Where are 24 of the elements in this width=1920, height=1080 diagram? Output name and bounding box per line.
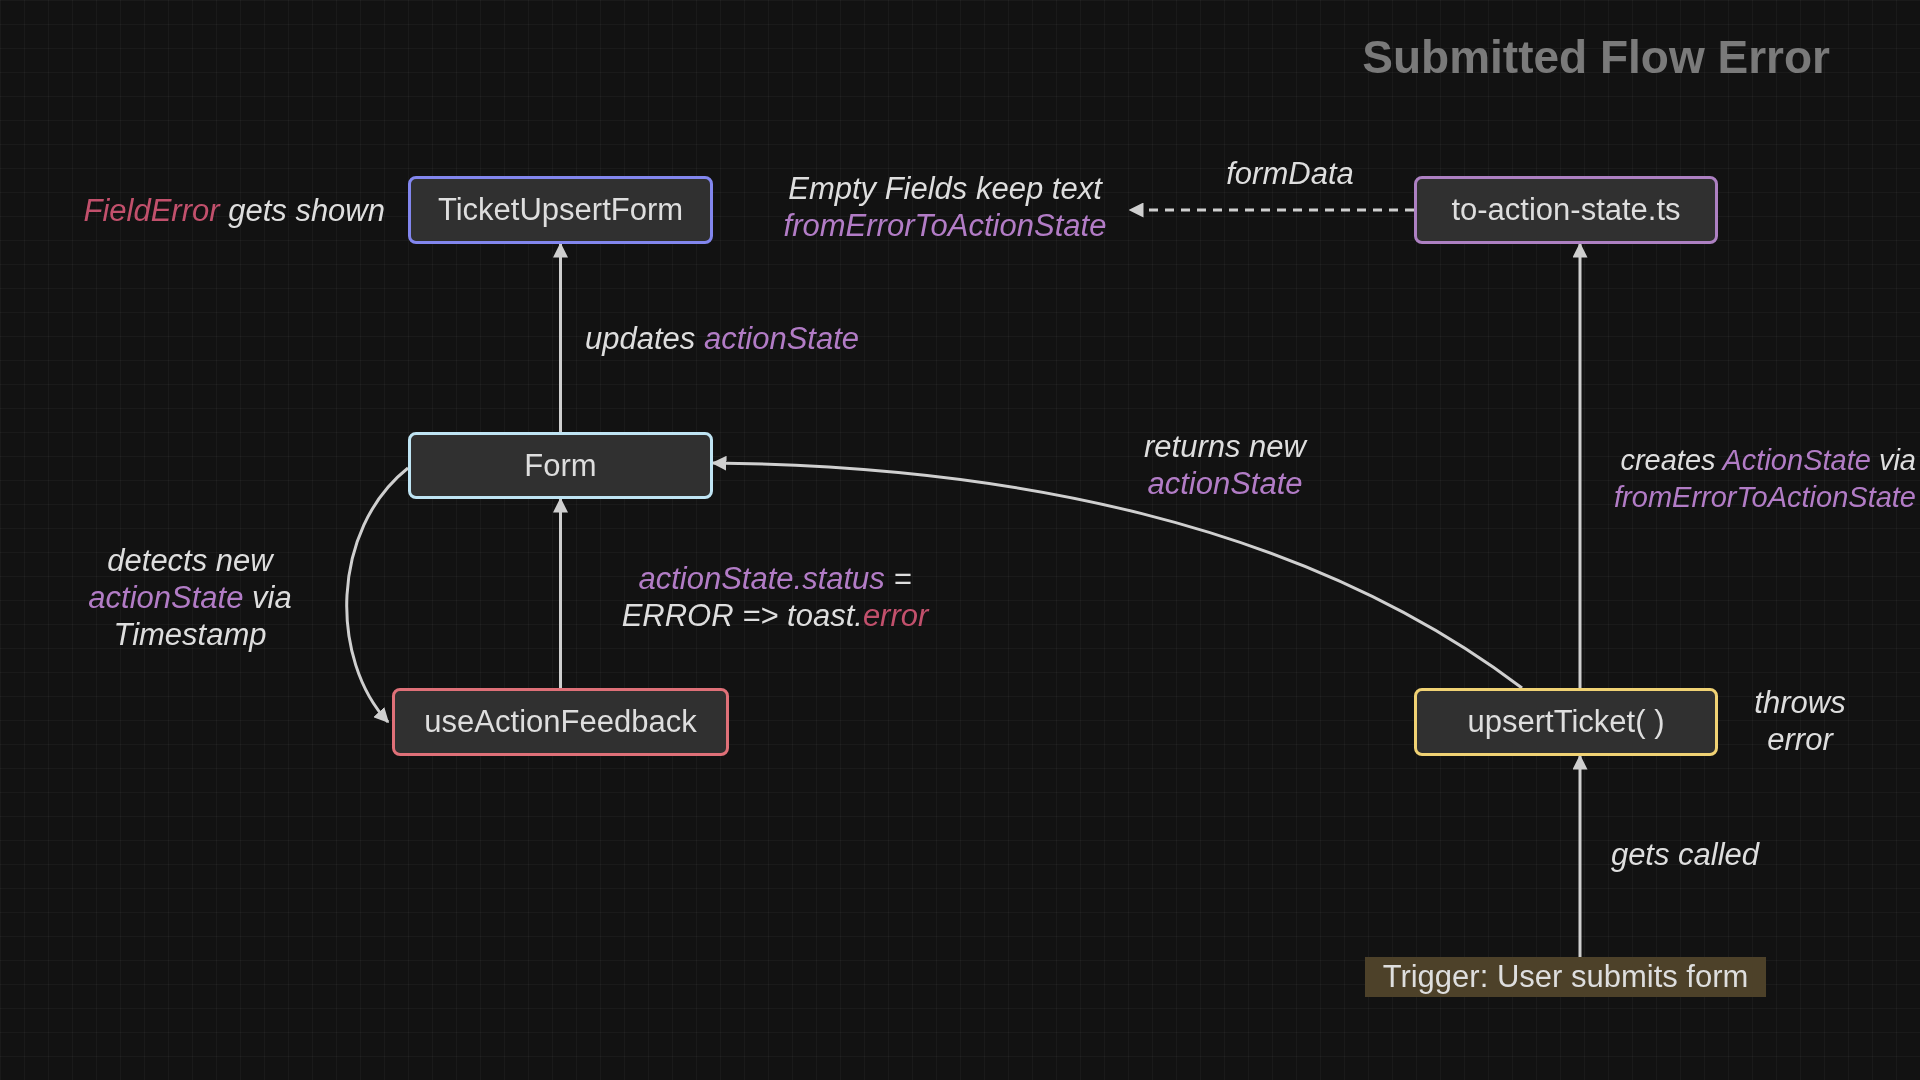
arrow — [553, 242, 568, 432]
edge-label: returns new actionState — [1143, 428, 1309, 502]
edge-label: creates ActionState via fromErrorToActionState — [1613, 443, 1916, 515]
edge-label: detects new actionState via Timestamp — [87, 542, 293, 653]
arrow — [1128, 202, 1414, 218]
note-text: FieldError gets shown — [82, 192, 385, 229]
trigger-box: Trigger: User submits form — [1365, 957, 1766, 997]
component-box: TicketUpsertForm — [408, 176, 713, 244]
edge-label: formData — [1225, 155, 1355, 192]
arrow — [345, 466, 410, 724]
edge-label: actionState.status = ERROR => toast.error — [620, 560, 931, 634]
arrow — [1572, 242, 1588, 688]
edge-label: gets called — [1609, 836, 1761, 873]
edge-label: updates actionState — [585, 320, 861, 357]
hook-box: useActionFeedback — [392, 688, 729, 756]
note-text: throws error — [1753, 684, 1847, 758]
file-box: to-action-state.ts — [1414, 176, 1718, 244]
arrow — [711, 455, 1523, 690]
function-box: upsertTicket( ) — [1414, 688, 1718, 756]
component-box: Form — [408, 432, 713, 499]
annotation-text: Empty Fields keep text fromErrorToActionState — [760, 170, 1130, 252]
arrow — [553, 497, 568, 688]
diagram-title: Submitted Flow Error — [1361, 30, 1830, 84]
arrow — [1572, 754, 1588, 957]
